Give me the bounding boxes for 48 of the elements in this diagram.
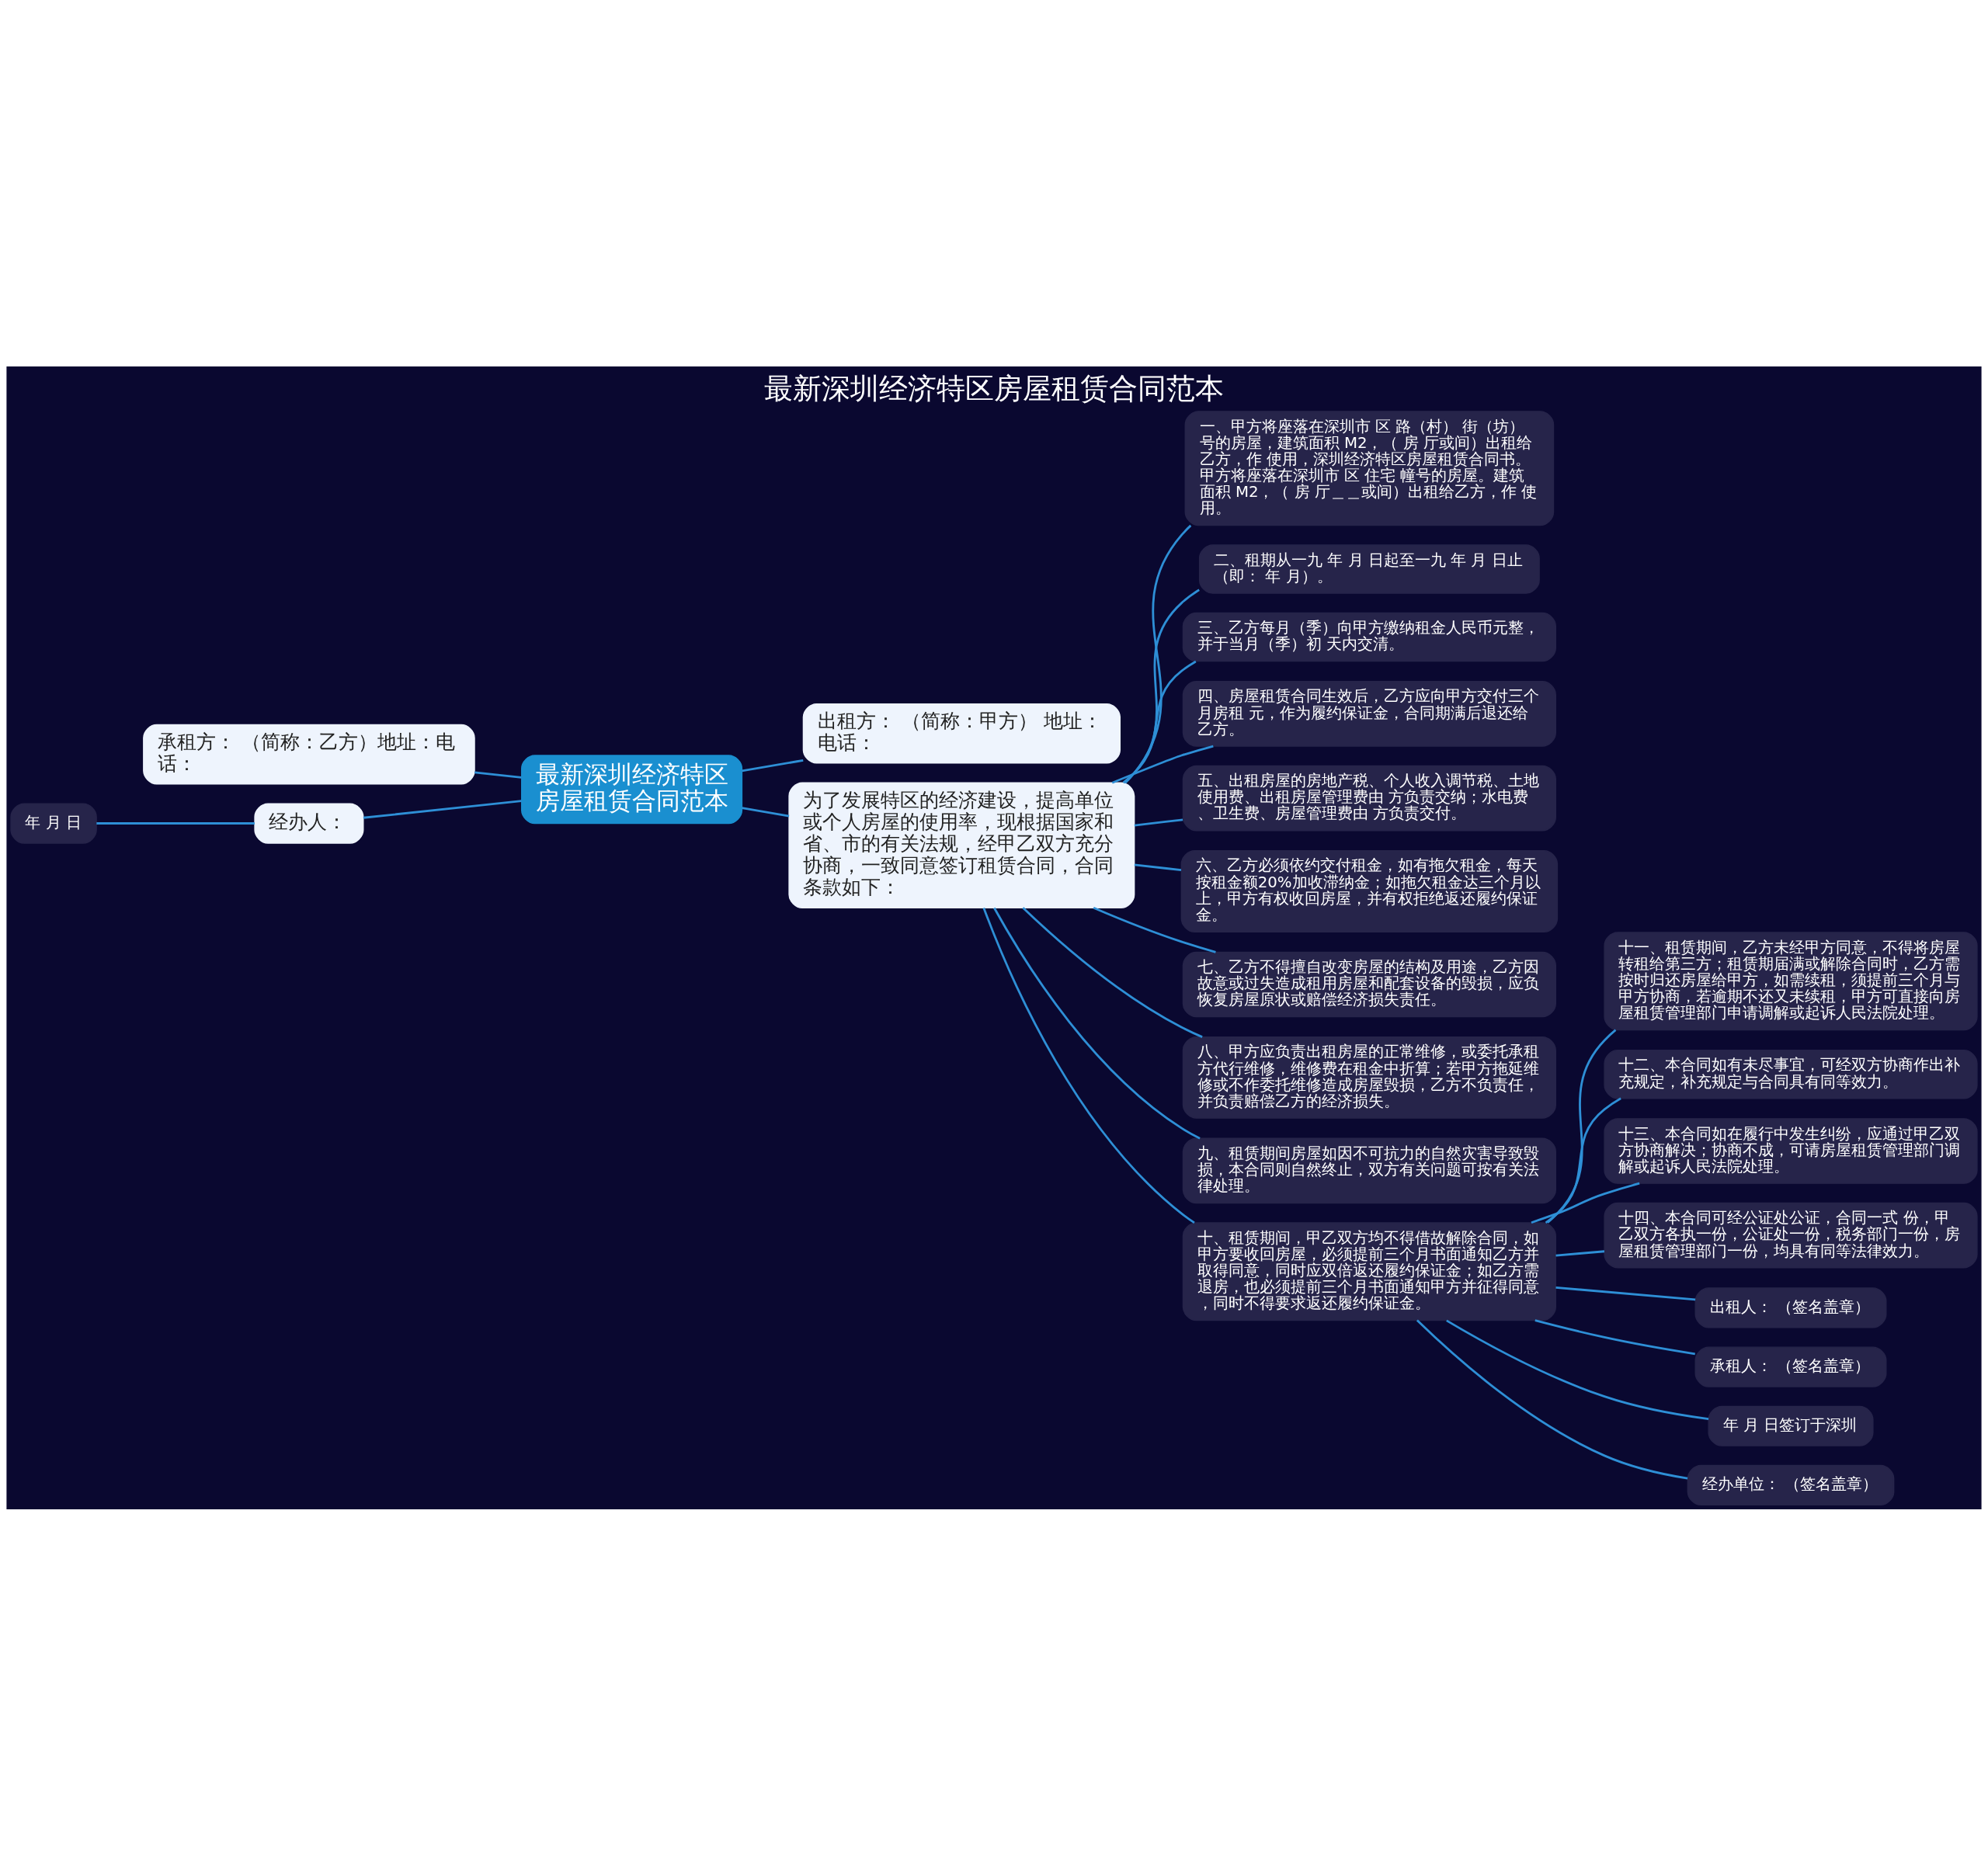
connector xyxy=(742,759,804,772)
connector xyxy=(1111,745,1214,784)
node-box: 五、出租房屋的房地产税、个人收入调节税、土地使用费、出租房屋管理费由 方负责交纳；水电费、卫生费、房屋管理费由 方负责交付。 xyxy=(1182,765,1556,831)
connector xyxy=(1124,524,1192,783)
connector xyxy=(982,907,1195,1224)
node-box: 六、乙方必须依约交付租金，如有拖欠租金，每天按租金额20%加收滞纳金；如拖欠租金达三个月以上，甲方有权收回房屋，并有权拒绝返还履约保证金。 xyxy=(1180,849,1559,932)
node-box: 十二、本合同如有未尽事宜，可经双方协商作出补充规定，补充规定与合同具有同等效力。 xyxy=(1604,1049,1978,1099)
node-box: 十一、租赁期间，乙方未经甲方同意，不得将房屋转租给第三方；租赁期届满或解除合同时，乙方需按时归还房屋给甲方，如需续租，须提前三个月与甲方协商，若逾期不还又未续租，甲方可直接向房屋租赁管理部门申请调解或起诉人民法院处理。 xyxy=(1604,931,1978,1030)
node-box: 一、甲方将座落在深圳市 区 路（村） 街（坊）号的房屋，建筑面积 M2，（ 房 厅或间）出租给乙方，作 使用，深圳经济特区房屋租赁合同书。甲方将座落在深圳市 区 住宅 幢号的房屋。建筑面积 M2，（ 房 厅＿＿或间）出租给乙方，作 使用。 xyxy=(1184,410,1555,526)
node-box: 年 月 日签订于深圳 xyxy=(1708,1405,1874,1446)
node-box: 十、租赁期间，甲乙双方均不得借故解除合同，如甲方要收回房屋，必须提前三个月书面通知乙方并取得同意，同时应双倍返还履约保证金；如乙方需退房，也必须提前三个月书面通知甲方并征得同意，同时不得要求返还履约保证金。 xyxy=(1182,1221,1556,1321)
connector xyxy=(1122,660,1197,783)
connector xyxy=(1555,1286,1696,1300)
node-box: 出租方： （简称：甲方） 地址：电话： xyxy=(802,703,1121,764)
connector xyxy=(1547,1029,1617,1224)
connector xyxy=(993,907,1201,1139)
node-box: 承租方： （简称：乙方）地址：电话： xyxy=(143,724,475,784)
connector xyxy=(1446,1319,1709,1420)
node-box: 十四、本合同可经公证处公证，合同一式 份，甲乙双方各执一份，公证处一份，税务部门一份，房屋租赁管理部门一份，均具有同等法律效力。 xyxy=(1604,1202,1978,1268)
node-box: 为了发展特区的经济建设，提高单位或个人房屋的使用率，现根据国家和省、市的有关法规，经甲乙双方充分协商，一致同意签订租赁合同，合同条款如下： xyxy=(788,782,1135,908)
node-box: 四、房屋租赁合同生效后，乙方应向甲方交付三个月房租 元，作为履约保证金，合同期满后退还给乙方。 xyxy=(1182,680,1556,747)
connector xyxy=(1022,906,1203,1038)
connector xyxy=(96,821,255,825)
node-box: 经办单位： （签名盖章） xyxy=(1687,1464,1895,1505)
connector xyxy=(1134,863,1182,871)
node-box: 年 月 日 xyxy=(10,802,97,844)
connector xyxy=(1534,1318,1695,1355)
connector xyxy=(1093,906,1216,953)
node-box: 二、租期从一九 年 月 日起至一九 年 月 日止（即： 年 月）。 xyxy=(1198,543,1540,594)
connector xyxy=(1555,1249,1605,1257)
connector xyxy=(1545,1097,1621,1224)
connector xyxy=(363,799,522,819)
node-box: 经办人： xyxy=(254,802,364,844)
node-box: 九、租赁期间房屋如因不可抗力的自然灾害导致毁损，本合同则自然终止，双方有关问题可按有关法律处理。 xyxy=(1182,1137,1556,1203)
connector xyxy=(1124,589,1200,783)
connector xyxy=(742,806,790,817)
node-box: 七、乙方不得擅自改变房屋的结构及用途，乙方因故意或过失造成租用房屋和配套设备的毁损，应负恢复房屋原状或赔偿经济损失责任。 xyxy=(1182,951,1556,1017)
node-box: 三、乙方每月（季）向甲方缴纳租金人民币元整，并于当月（季）初 天内交清。 xyxy=(1182,612,1556,661)
connector xyxy=(474,770,522,779)
connector xyxy=(1416,1319,1688,1479)
connector xyxy=(1531,1182,1640,1224)
diagram-title: 最新深圳经济特区房屋租赁合同范本 xyxy=(764,371,1224,405)
node-box: 最新深圳经济特区房屋租赁合同范本 xyxy=(521,754,743,824)
node-box: 出租人： （签名盖章） xyxy=(1694,1286,1887,1328)
node-box: 承租人： （签名盖章） xyxy=(1694,1345,1887,1387)
node-box: 十三、本合同如在履行中发生纠纷，应通过甲乙双方协商解决；协商不成，可请房屋租赁管理部门调解或起诉人民法院处理。 xyxy=(1604,1117,1978,1184)
connector xyxy=(1134,818,1183,826)
node-box: 八、甲方应负责出租房屋的正常维修，或委托承租方代行维修，维修费在租金中折算；若甲方拖延维修或不作委托维修造成房屋毁损，乙方不负责任，并负责赔偿乙方的经济损失。 xyxy=(1182,1036,1556,1119)
